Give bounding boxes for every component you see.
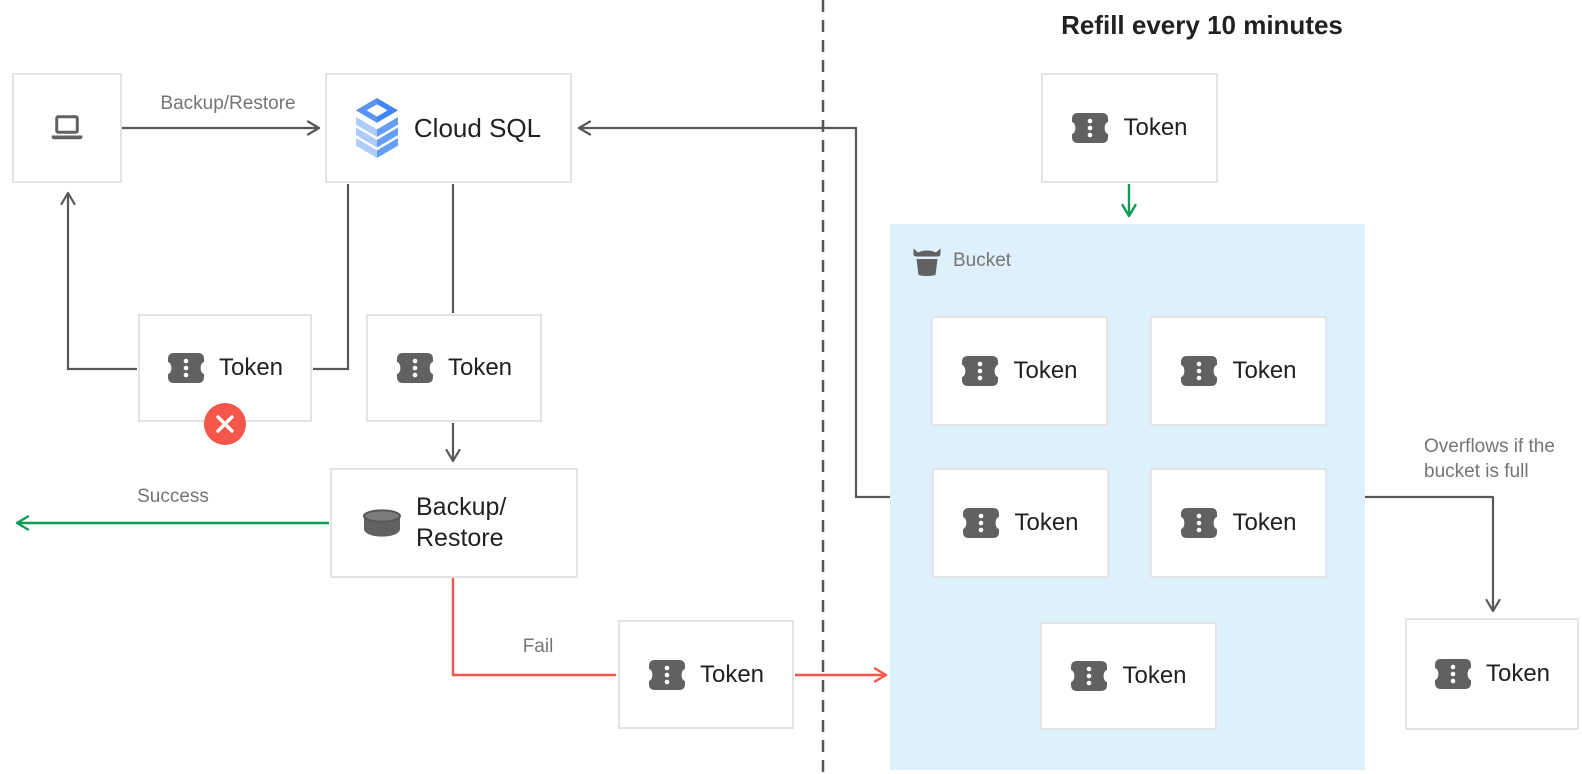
edge-label-success: Success [137,486,209,507]
backup-restore-node: Backup/ Restore [330,468,578,578]
cloud-sql-icon [356,98,398,158]
edge-bucket-to-cloudsql-arrow [577,120,890,499]
edge-cloudsql-to-rejected-token [313,184,350,371]
bucket-label: Bucket [953,250,1012,271]
backup-restore-label-line1: Backup/ [416,493,507,521]
token-icon [1180,356,1218,386]
token-node-failed: Token [618,620,794,729]
token-icon [648,660,686,690]
token-label: Token [1232,509,1297,536]
edge-fail-line [451,578,616,677]
overflow-label-line1: Overflows if the [1424,436,1555,457]
token-node-queued: Token [366,314,542,422]
token-node-bucket-5: Token [1040,622,1217,730]
bucket-icon [912,246,942,276]
edge-rejected-token-to-client-arrow [60,191,137,371]
token-icon [1180,508,1218,538]
token-label: Token [1013,357,1078,384]
token-label: Token [699,660,765,688]
token-label: Token [218,354,284,381]
database-icon [362,509,402,537]
token-node-refill: Token [1041,73,1218,183]
token-label: Token [1232,357,1297,384]
token-node-bucket-4: Token [1150,468,1327,578]
token-label: Token [1014,509,1079,536]
token-icon [1434,659,1472,689]
token-node-bucket-1: Token [931,316,1108,426]
token-node-rejected: Token [138,314,312,445]
refill-title: Refill every 10 minutes [1061,10,1343,40]
token-label: Token [1123,114,1188,141]
token-node-bucket-2: Token [1150,316,1327,426]
overflow-label-line2: bucket is full [1424,461,1529,482]
client-node [12,73,122,183]
backup-restore-label: Backup/ Restore [416,492,506,554]
token-icon [961,356,999,386]
cloud-sql-label: Cloud SQL [413,112,542,143]
edge-overflow-arrow [1365,495,1501,613]
error-x-icon [216,415,234,433]
edge-label-backup-restore: Backup/Restore [160,93,296,114]
token-label: Token [1122,662,1187,689]
token-icon [962,508,1000,538]
token-node-bucket-3: Token [932,468,1109,578]
backup-restore-label-line2: Restore [416,524,504,552]
token-label: Token [447,354,513,381]
error-badge [204,403,246,445]
token-icon [167,353,205,383]
token-node-overflow: Token [1405,618,1579,730]
token-icon [1070,661,1108,691]
token-icon [1071,113,1109,143]
cloud-sql-node: Cloud SQL [325,73,572,183]
token-label: Token [1485,660,1551,687]
token-icon [396,353,434,383]
edge-label-overflow: Overflows if the bucket is full [1424,434,1580,484]
edge-label-fail: Fail [522,636,554,657]
laptop-icon [48,114,86,142]
bucket-header: Bucket [912,246,1011,276]
